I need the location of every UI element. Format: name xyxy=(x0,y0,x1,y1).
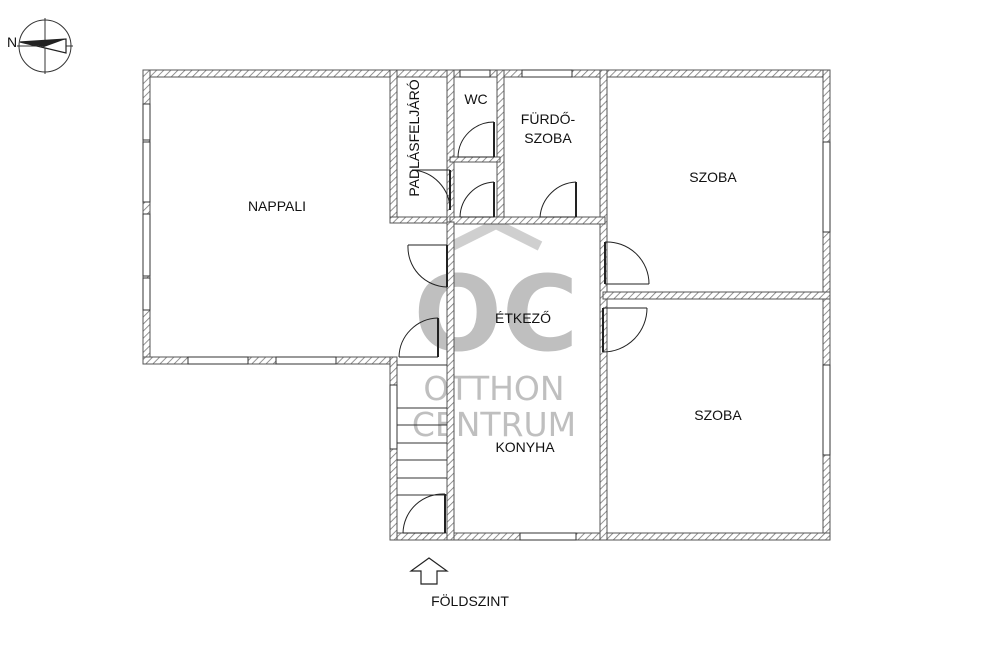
level-label: FÖLDSZINT xyxy=(431,592,509,609)
door-furdo-icon xyxy=(539,181,577,218)
doors xyxy=(398,121,650,534)
door-szoba-top-icon xyxy=(604,241,650,285)
watermark: OC OTTHON CENTRUM xyxy=(412,218,579,444)
room-label-konyha: KONYHA xyxy=(495,439,555,455)
room-label-szoba-top: SZOBA xyxy=(689,169,737,185)
room-label-furdo-line1: FÜRDŐ- xyxy=(521,110,576,127)
room-label-padlasfeljaro: PADLÁSFELJÁRÓ xyxy=(406,79,422,196)
compass: N xyxy=(7,18,73,74)
door-szoba-bottom-icon xyxy=(602,307,648,353)
room-label-nappali: NAPPALI xyxy=(248,198,306,214)
watermark-line1: OTTHON xyxy=(423,369,564,408)
door-nappali-lower-icon xyxy=(398,317,439,358)
stairs xyxy=(397,364,447,496)
windows xyxy=(142,69,831,541)
compass-north-label: N xyxy=(7,34,17,50)
room-label-wc: WC xyxy=(464,91,487,107)
room-label-szoba-bottom: SZOBA xyxy=(694,407,742,423)
door-nappali-upper-icon xyxy=(407,244,448,288)
entrance-arrow-icon xyxy=(409,557,449,585)
door-wc-icon xyxy=(457,121,495,158)
room-label-furdo-line2: SZOBA xyxy=(524,130,572,146)
room-labels: NAPPALI PADLÁSFELJÁRÓ WC FÜRDŐ- SZOBA SZ… xyxy=(248,79,742,455)
room-label-etkezo: ÉTKEZŐ xyxy=(495,310,551,326)
door-padlas-icon xyxy=(411,169,451,211)
door-entrance-icon xyxy=(402,493,446,534)
watermark-roof-icon xyxy=(449,218,543,251)
watermark-logo: OC xyxy=(414,253,579,375)
door-service-icon xyxy=(459,181,495,218)
